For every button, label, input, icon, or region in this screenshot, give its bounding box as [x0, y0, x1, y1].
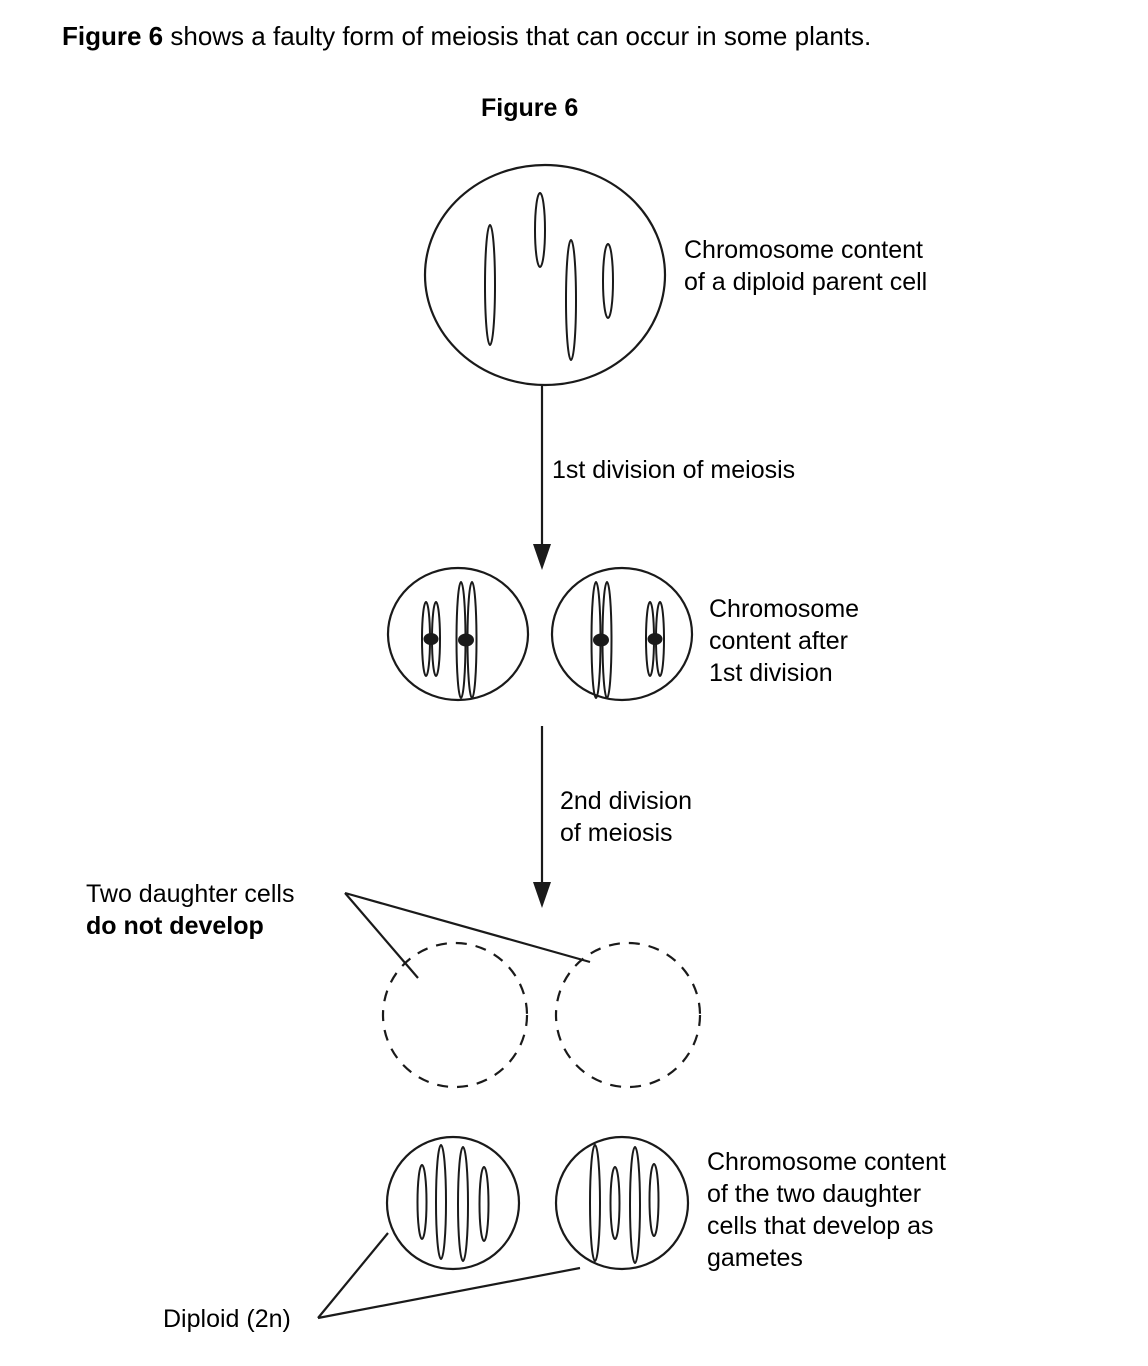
after-first-cell-left-membrane: [386, 566, 530, 702]
diploid-leader-lines: [317, 1232, 581, 1320]
gametes-label-line4: gametes: [707, 1244, 803, 1272]
second-division-label-line1: 2nd division: [560, 787, 692, 815]
after-first-left-chromosome-1: [421, 601, 441, 677]
non-developing-daughter-cells: [381, 941, 702, 1089]
gamete-cell-right: [554, 1135, 690, 1271]
gamete-left-chromosome-2: [435, 1144, 447, 1260]
diploid-label: Diploid (2n): [163, 1305, 291, 1333]
gamete-left-chromosome-1: [416, 1164, 428, 1240]
after-first-right-chromosome-2: [645, 601, 665, 677]
gametes-label-line2: of the two daughter: [707, 1180, 921, 1208]
gametes-label-line3: cells that develop as: [707, 1212, 934, 1240]
parent-chromosome-2: [534, 192, 546, 268]
gamete-right-chromosome-1: [589, 1144, 601, 1262]
after-first-division-label-line2: content after: [709, 627, 848, 655]
centromere-dot: [593, 633, 609, 647]
after-first-division-label-line3: 1st division: [709, 659, 833, 687]
after-first-division-label-line1: Chromosome: [709, 595, 859, 623]
gamete-daughter-cells: [385, 1135, 690, 1271]
second-division-label-line2: of meiosis: [560, 819, 673, 847]
centromere-dot: [458, 633, 474, 647]
gametes-label-line1: Chromosome content: [707, 1148, 946, 1176]
parent-chromosome-4: [602, 243, 614, 319]
after-first-division-cell-right: [550, 566, 694, 702]
diploid-parent-cell: [423, 163, 667, 387]
second-division-arrow: [533, 726, 551, 908]
parent-cell-label-line2: of a diploid parent cell: [684, 268, 927, 296]
after-first-right-chromosome-1: [590, 581, 613, 699]
gamete-right-chromosome-3: [629, 1146, 641, 1264]
parent-cell-label-line1: Chromosome content: [684, 236, 923, 264]
gamete-cell-left-membrane: [385, 1135, 521, 1271]
no-develop-label-line2: do not develop: [86, 912, 264, 940]
parent-chromosome-1: [484, 224, 496, 346]
gamete-right-chromosome-4: [648, 1163, 660, 1237]
centromere-dot: [647, 633, 663, 645]
parent-chromosome-3: [565, 239, 577, 361]
intro-bold-lead: Figure 6: [62, 21, 164, 51]
after-first-division-cell-left: [386, 566, 530, 702]
centromere-dot: [423, 633, 439, 645]
gamete-cell-left: [385, 1135, 521, 1271]
gamete-cell-right-membrane: [554, 1135, 690, 1271]
cells-after-first-division: [386, 566, 694, 702]
gamete-right-chromosome-2: [609, 1166, 621, 1240]
parent-cell-membrane: [423, 163, 667, 387]
intro-sentence: Figure 6 shows a faulty form of meiosis …: [62, 20, 871, 52]
no-develop-leader-lines: [344, 891, 591, 979]
gamete-left-chromosome-4: [478, 1166, 490, 1242]
intro-rest: shows a faulty form of meiosis that can …: [163, 21, 872, 51]
after-first-cell-right-membrane: [550, 566, 694, 702]
after-first-left-chromosome-2: [455, 581, 478, 699]
non-developing-cell-right: [554, 941, 702, 1089]
non-developing-cell-left: [381, 941, 529, 1089]
no-develop-label-line1: Two daughter cells: [86, 880, 294, 908]
figure-caption: Figure 6: [481, 94, 579, 122]
gamete-left-chromosome-3: [457, 1146, 469, 1262]
first-division-label: 1st division of meiosis: [552, 456, 795, 484]
first-division-arrow: [533, 386, 551, 570]
